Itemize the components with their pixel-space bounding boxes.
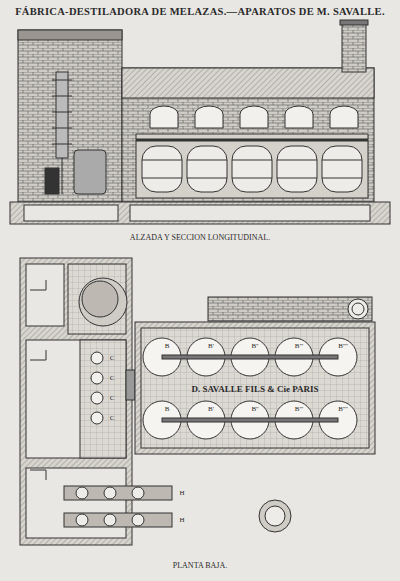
callout-letter: B''' xyxy=(294,406,304,413)
callout-letter: C xyxy=(110,415,115,422)
section-caption: PLANTA BAJA. xyxy=(173,562,227,570)
title: FÁBRICA-DESTILADORA DE MELAZAS.—APARATOS… xyxy=(15,7,385,18)
callout-letter: C xyxy=(110,355,115,362)
callout-letter: B'' xyxy=(250,343,259,350)
callout-letter: B''' xyxy=(294,343,304,350)
callout-letter: H xyxy=(179,517,184,524)
callout-letter: B xyxy=(164,406,171,413)
section-caption: ALZADA Y SECCION LONGITUDINAL. xyxy=(130,234,270,242)
callout-letter: C xyxy=(110,395,115,402)
callout-letter: B'''' xyxy=(337,406,349,413)
callout-letter: C xyxy=(110,375,115,382)
callout-letter: B' xyxy=(207,406,215,413)
callout-letter: B'' xyxy=(250,406,259,413)
callout-letter: B'''' xyxy=(337,343,349,350)
callout-letter: H xyxy=(179,490,184,497)
maker-inscription: D. SAVALLE FILS & Cie PARIS xyxy=(191,385,318,394)
callout-letter: B xyxy=(164,343,171,350)
callout-letter: B' xyxy=(207,343,215,350)
